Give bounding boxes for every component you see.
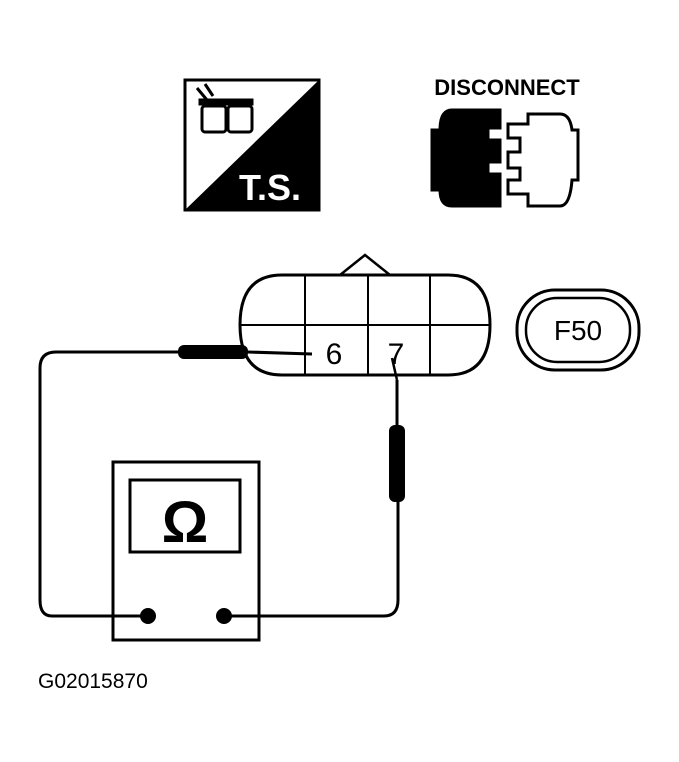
ignition-switch-icon (195, 83, 254, 134)
figure-id: G02015870 (38, 670, 148, 693)
probe-handle-left (178, 345, 248, 359)
ohmmeter: Ω (111, 460, 261, 642)
disconnected-connector-icon (430, 108, 580, 208)
ohm-symbol: Ω (162, 490, 209, 555)
harness-connector: 6 7 (238, 253, 492, 377)
disconnect-label: DISCONNECT (434, 75, 580, 100)
probe-handle-right (389, 425, 405, 502)
connector-id-label: F50 (554, 315, 602, 346)
test-lead-terminal-7 (224, 357, 405, 618)
ts-label: T.S. (239, 167, 301, 208)
test-lead-terminal-6 (38, 345, 313, 618)
terminal-7-label: 7 (388, 338, 405, 371)
connector-id-badge: F50 (515, 288, 641, 372)
terminal-6-label: 6 (326, 338, 343, 371)
ts-badge: T.S. (183, 78, 321, 212)
